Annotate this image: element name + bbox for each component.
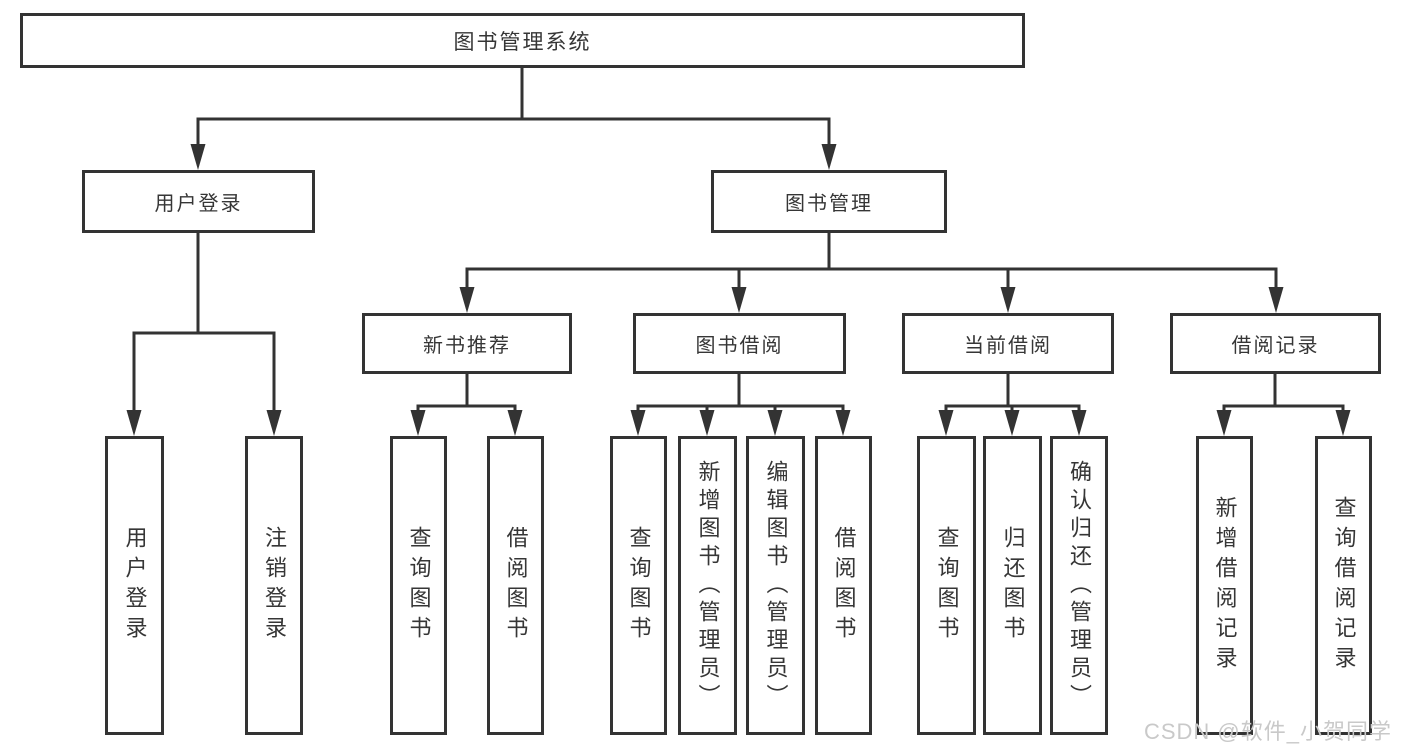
node-label: 查询图书 xyxy=(934,525,960,646)
node-leaf-return-books: 归还图书 xyxy=(983,436,1042,735)
node-label: 注销登录 xyxy=(262,525,287,646)
node-label: 用户登录 xyxy=(154,193,243,215)
node-label: 图书借阅 xyxy=(695,335,784,357)
node-leaf-query-books-borrow: 查询图书 xyxy=(610,436,667,735)
node-leaf-borrow-books: 借阅图书 xyxy=(815,436,872,735)
node-label: 确认归还（管理员） xyxy=(1067,459,1092,712)
node-new-book-recommend: 新书推荐 xyxy=(362,313,572,374)
node-library-management-system: 图书管理系统 xyxy=(20,13,1025,68)
node-label: 图书管理系统 xyxy=(453,30,592,54)
node-label: 当前借阅 xyxy=(964,335,1052,357)
node-label: 查询借阅记录 xyxy=(1331,495,1357,676)
node-leaf-query-books-current: 查询图书 xyxy=(917,436,976,735)
node-label: 查询图书 xyxy=(626,525,652,646)
node-label: 用户登录 xyxy=(122,525,148,646)
csdn-watermark: CSDN @软件_小贺同学 xyxy=(1143,719,1392,744)
node-label: 编辑图书（管理员） xyxy=(763,459,789,712)
node-leaf-logout: 注销登录 xyxy=(245,436,303,735)
node-label: 图书管理 xyxy=(785,193,873,215)
node-leaf-add-borrow-record: 新增借阅记录 xyxy=(1196,436,1253,735)
node-label: 查询图书 xyxy=(406,525,432,646)
node-label: 新增借阅记录 xyxy=(1212,495,1238,676)
node-label: 新书推荐 xyxy=(423,335,511,357)
node-label: 归还图书 xyxy=(1000,525,1026,646)
node-leaf-query-borrow-record: 查询借阅记录 xyxy=(1315,436,1372,735)
node-leaf-edit-book-admin: 编辑图书（管理员） xyxy=(746,436,805,735)
node-current-borrowing: 当前借阅 xyxy=(902,313,1114,374)
node-leaf-user-login: 用户登录 xyxy=(105,436,164,735)
node-borrowing-records: 借阅记录 xyxy=(1170,313,1381,374)
node-user-login: 用户登录 xyxy=(82,170,315,233)
node-leaf-query-books-recommend: 查询图书 xyxy=(390,436,447,735)
node-book-borrowing: 图书借阅 xyxy=(633,313,846,374)
node-leaf-add-book-admin: 新增图书（管理员） xyxy=(678,436,737,735)
node-label: 新增图书（管理员） xyxy=(695,459,721,712)
node-leaf-borrow-books-recommend: 借阅图书 xyxy=(487,436,544,735)
node-leaf-confirm-return-admin: 确认归还（管理员） xyxy=(1050,436,1108,735)
node-book-management: 图书管理 xyxy=(711,170,947,233)
node-label: 借阅图书 xyxy=(831,525,857,646)
node-label: 借阅记录 xyxy=(1231,335,1320,357)
node-label: 借阅图书 xyxy=(503,525,529,646)
